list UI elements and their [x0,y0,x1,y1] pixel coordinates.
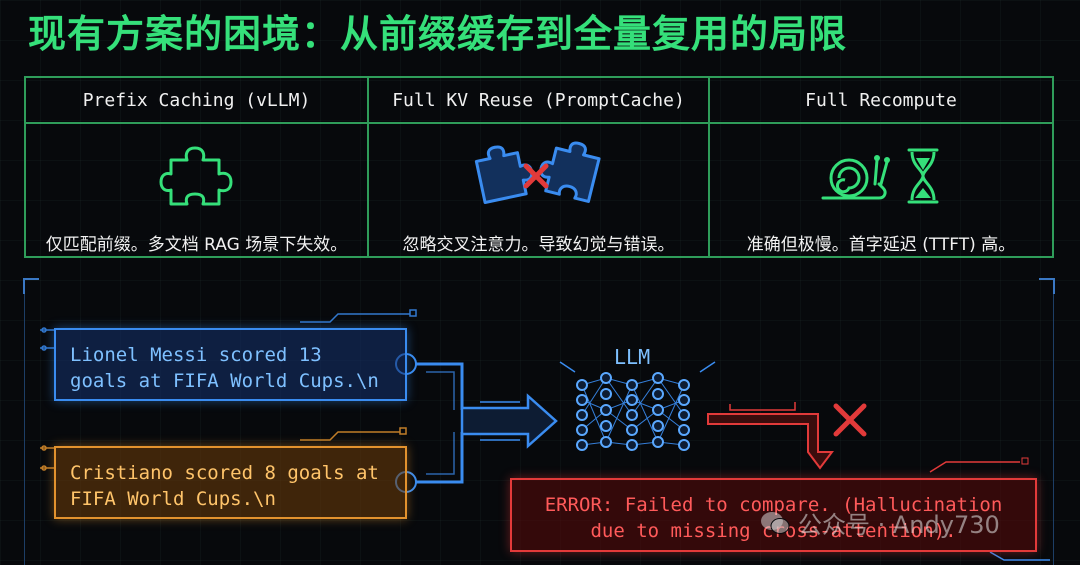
cell-full-kv-reuse: 忽略交叉注意力。导致幻觉与错误。 [369,124,710,256]
puzzle-piece-icon [159,146,232,206]
watermark: 公众号 · Andy730 [760,505,1000,540]
error-box: ERROR: Failed to compare. (Hallucination… [510,478,1037,552]
page-title: 现有方案的困境：从前缀缓存到全量复用的局限 [28,12,848,56]
cell-full-recompute: 准确但极慢。首字延迟 (TTFT) 高。 [710,124,1052,256]
watermark-text: 公众号 · Andy730 [798,511,1000,539]
cell-prefix-caching: 仅匹配前缀。多文档 RAG 场景下失效。 [26,124,369,256]
column-header-full-recompute: Full Recompute [710,78,1052,124]
broken-puzzle-icon [474,141,601,205]
column-header-prefix-caching: Prefix Caching (vLLM) [26,78,369,124]
prefix-caching-description: 仅匹配前缀。多文档 RAG 场景下失效。 [45,235,348,255]
error-line-1: ERROR: Failed to compare. (Hallucination [544,494,1003,516]
document-box-messi: Lionel Messi scored 13 goals at FIFA Wor… [54,328,407,401]
document-box-cristiano: Cristiano scored 8 goals at FIFA World C… [54,446,407,519]
cross-icon [833,403,867,437]
comparison-table: Prefix Caching (vLLM) Full KV Reuse (Pro… [24,76,1054,258]
cristiano-line-1: Cristiano scored 8 goals at [70,462,379,484]
diagram-panel [23,278,1055,565]
messi-line-2: goals at FIFA World Cups.\n [70,370,379,392]
full-kv-reuse-description: 忽略交叉注意力。导致幻觉与错误。 [402,235,675,255]
llm-label: LLM [614,345,651,369]
hourglass-icon [907,148,939,204]
messi-line-1: Lionel Messi scored 13 [70,344,322,366]
snail-icon [821,155,890,200]
cristiano-line-2: FIFA World Cups.\n [70,488,276,510]
wechat-icon [761,511,790,534]
column-header-full-kv-reuse: Full KV Reuse (PromptCache) [369,78,710,124]
full-recompute-description: 准确但极慢。首字延迟 (TTFT) 高。 [746,235,1016,255]
